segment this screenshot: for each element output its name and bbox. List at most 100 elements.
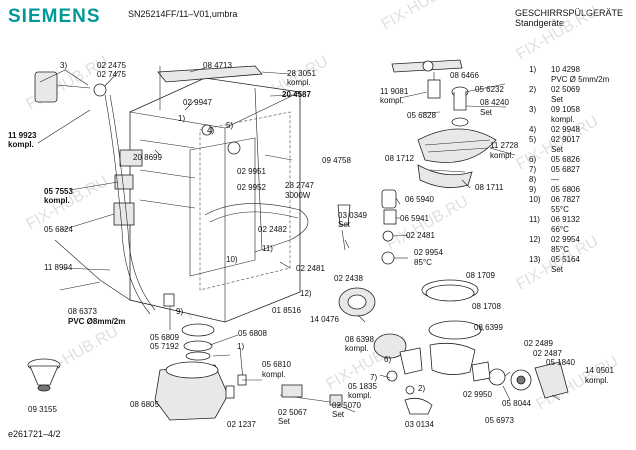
callout-label: 02 7475 [97, 70, 126, 79]
header: SIEMENS SN25214FF/11–V01,umbra GESCHIRRS… [0, 0, 636, 36]
callout-label: 09 4758 [322, 156, 351, 165]
legend-value: 06 7827 [551, 195, 580, 204]
callout-label: 08 1712 [385, 154, 414, 163]
callout-label: kompl. [585, 376, 609, 385]
callout-label: 1) [178, 114, 185, 123]
callout-label: Set [332, 410, 345, 419]
legend-number: 6) [529, 155, 536, 164]
callout-label: kompl. [380, 96, 404, 105]
callout-label: 08 1711 [475, 183, 504, 192]
callout-label: kompl. [348, 391, 372, 400]
legend-value: PVC Ø 5mm/2m [551, 75, 610, 84]
callout-label: 02 5067 [278, 408, 307, 417]
legend-number: 9) [529, 185, 536, 194]
callout-label: kompl. [262, 370, 286, 379]
callout-label: 08 6466 [450, 71, 479, 80]
callout-label: 02 2482 [258, 225, 287, 234]
callout-label: 05 6809 [150, 333, 179, 342]
callout-label: 02 9950 [463, 390, 492, 399]
brand-logo: SIEMENS [8, 6, 101, 27]
legend-value: 05 5164 [551, 255, 580, 264]
callout-label: 05 7553 [44, 187, 73, 196]
callout-label: 02 2481 [406, 231, 435, 240]
callout-label: 10) [226, 255, 238, 264]
callout-label: 9) [176, 307, 183, 316]
callout-label: 14 0476 [310, 315, 339, 324]
callout-label: 02 9952 [237, 183, 266, 192]
callout-label: 4) [207, 126, 214, 135]
legend-value: 06 9132 [551, 215, 580, 224]
legend-number: 12) [529, 235, 541, 244]
legend-value: 10 4298 [551, 65, 580, 74]
callout-label: 05 1835 [348, 382, 377, 391]
callout-label: PVC Ø8mm/2m [68, 317, 125, 326]
callout-label: 02 9951 [237, 167, 266, 176]
callout-label: 05 1840 [546, 358, 575, 367]
callout-label: 11 9081 [380, 87, 409, 96]
callout-label: 05 6828 [407, 111, 436, 120]
callout-label: 28 2747 [285, 181, 314, 190]
legend-number: 13) [529, 255, 541, 264]
callout-label: 03 0134 [405, 420, 434, 429]
callout-label: 05 7192 [150, 342, 179, 351]
callout-label: 2) [418, 384, 425, 393]
legend-number: 11) [529, 215, 540, 224]
callout-label: 08 4713 [203, 61, 232, 70]
callout-label: kompl. [44, 196, 70, 205]
legend-value: 55°C [551, 205, 569, 214]
legend-value: Set [551, 95, 564, 104]
callout-label: Set [338, 220, 351, 229]
legend-number: 7) [529, 165, 536, 174]
legend-number: 2) [529, 85, 536, 94]
legend-number: 5) [529, 135, 536, 144]
callout-label: 20 4587 [282, 90, 311, 99]
callout-label: 11) [262, 244, 273, 253]
callout-label: 01 8516 [272, 306, 301, 315]
legend-value: Set [551, 145, 564, 154]
callout-label: 08 1708 [472, 302, 501, 311]
callout-label: 02 2487 [533, 349, 562, 358]
callout-label: 03 0349 [338, 211, 367, 220]
callout-label: 08 6398 [345, 335, 374, 344]
category-subtitle: Standgeräte [515, 18, 565, 28]
callout-label: kompl. [345, 344, 369, 353]
legend-number: 3) [529, 105, 536, 114]
callout-label: 14 0501 [585, 366, 614, 375]
callout-label: 05 6808 [238, 329, 267, 338]
legend-value: Set [551, 265, 564, 274]
callout-label: 06 5940 [405, 195, 434, 204]
callout-label: kompl. [490, 151, 514, 160]
callout-label: 11 8994 [44, 263, 73, 272]
footer-code: e261721–4/2 [8, 429, 61, 439]
callout-label: 05 6232 [475, 85, 504, 94]
legend-value: 05 6806 [551, 185, 580, 194]
callout-label: 20 8699 [133, 153, 162, 162]
callout-label: 02 2438 [334, 274, 363, 283]
legend-value: 85°C [551, 245, 569, 254]
callout-label: 7) [370, 373, 377, 382]
legend-value: 02 9948 [551, 125, 580, 134]
callout-labels: 3) 02 2475 02 7475 08 4713 28 3051 kompl… [8, 61, 614, 429]
callout-label: 3000W [285, 191, 311, 200]
sump-pump-drawing [27, 293, 433, 421]
callout-label: 28 3051 [287, 69, 316, 78]
legend-value: 02 5069 [551, 85, 580, 94]
legend-number: 10) [529, 195, 541, 204]
callout-label: 02 9947 [183, 98, 212, 107]
callout-label: 02 5070 [332, 401, 361, 410]
callout-label: Set [278, 417, 291, 426]
callout-label: 08 6805 [130, 400, 159, 409]
callout-label: kompl. [8, 140, 34, 149]
legend-value: 02 9017 [551, 135, 580, 144]
callout-label: 11 2728 [490, 141, 519, 150]
callout-label: 08 4240 [480, 98, 509, 107]
legend-value: 09 1058 [551, 105, 580, 114]
callout-label: 05 6824 [44, 225, 73, 234]
legend-value: 05 6827 [551, 165, 580, 174]
callout-label: 02 2481 [296, 264, 325, 273]
spray-arm-filter-drawing [337, 59, 569, 401]
callout-label: 05 6973 [485, 416, 514, 425]
legend-number: 4) [529, 125, 536, 134]
model-number: SN25214FF/11–V01,umbra [128, 9, 238, 19]
